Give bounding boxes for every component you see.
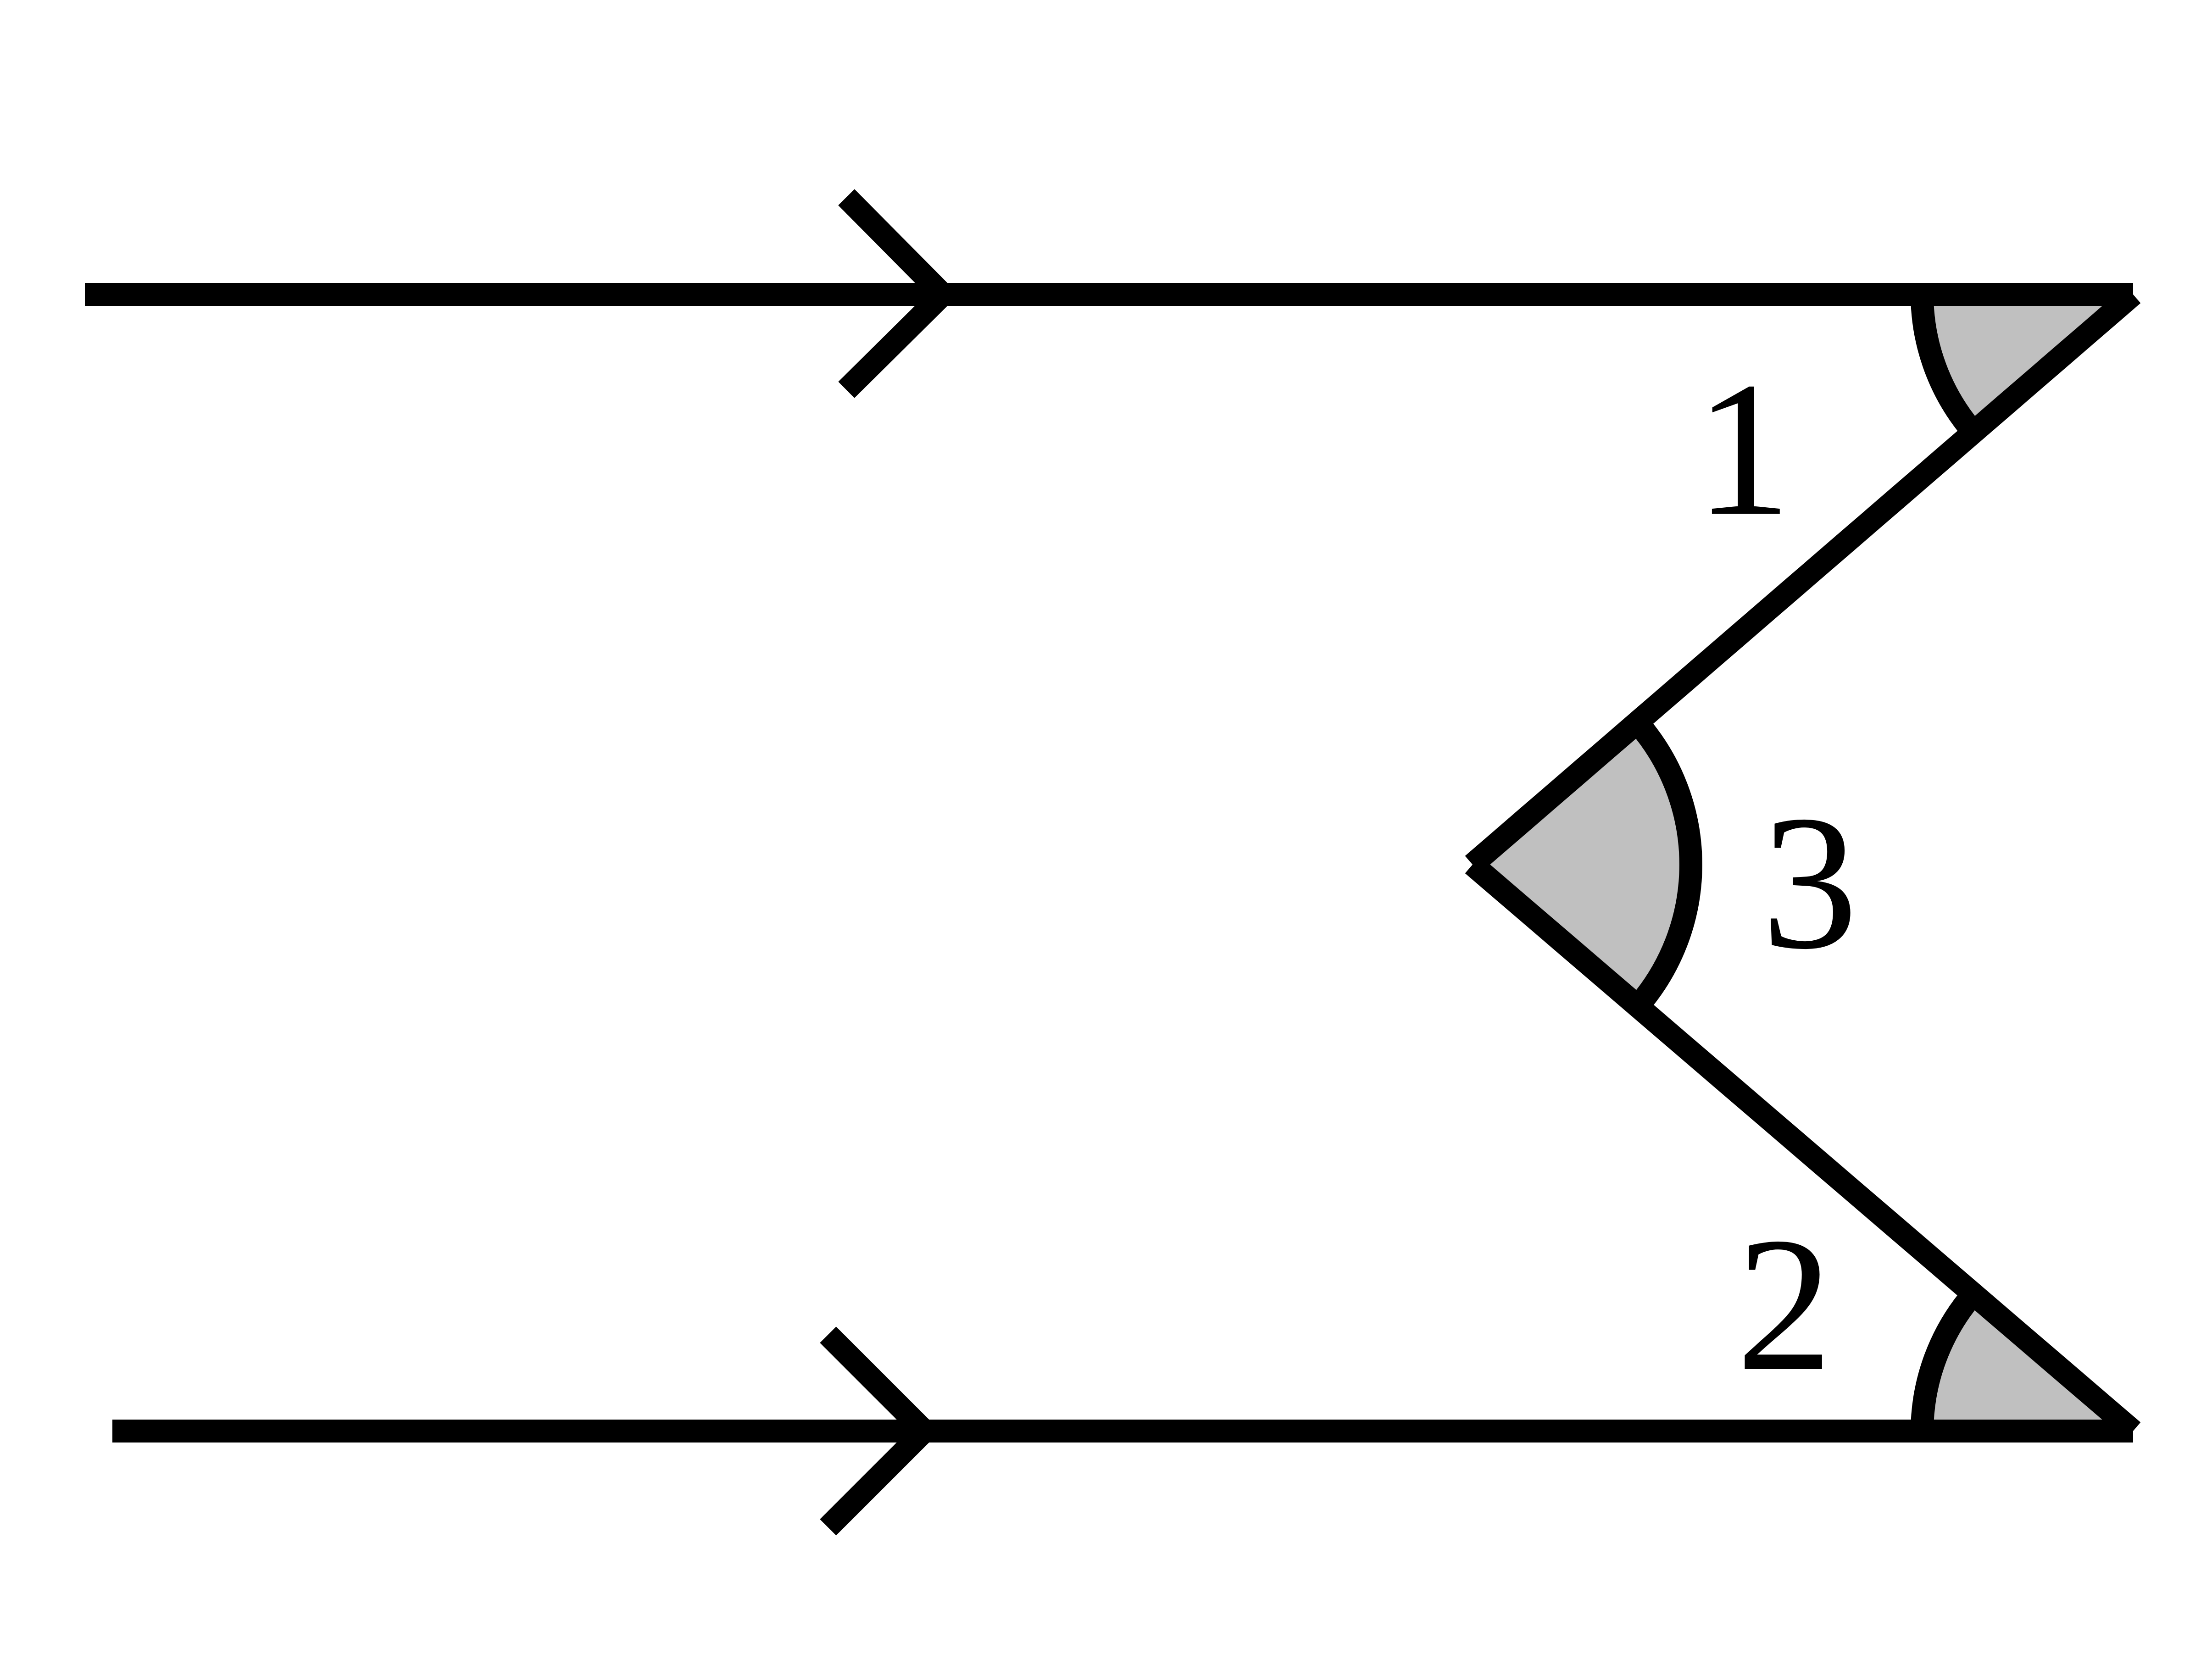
angle-3-fill	[1473, 723, 1691, 1006]
lower-line-arrow-marker	[820, 1326, 941, 1536]
upper-line-arrow-marker	[838, 189, 959, 398]
transversal-upper-segment	[1465, 286, 2141, 873]
angle-1-arc	[1911, 294, 1982, 439]
angle-3-label: 3	[1762, 776, 1858, 989]
angle-2-arc	[1911, 1287, 1982, 1431]
angle-1-label: 1	[1695, 342, 1791, 555]
angle-3-arc	[1629, 715, 1702, 1014]
angle-2-label: 2	[1736, 1198, 1833, 1411]
transversal-lower-segment	[1465, 856, 2141, 1440]
